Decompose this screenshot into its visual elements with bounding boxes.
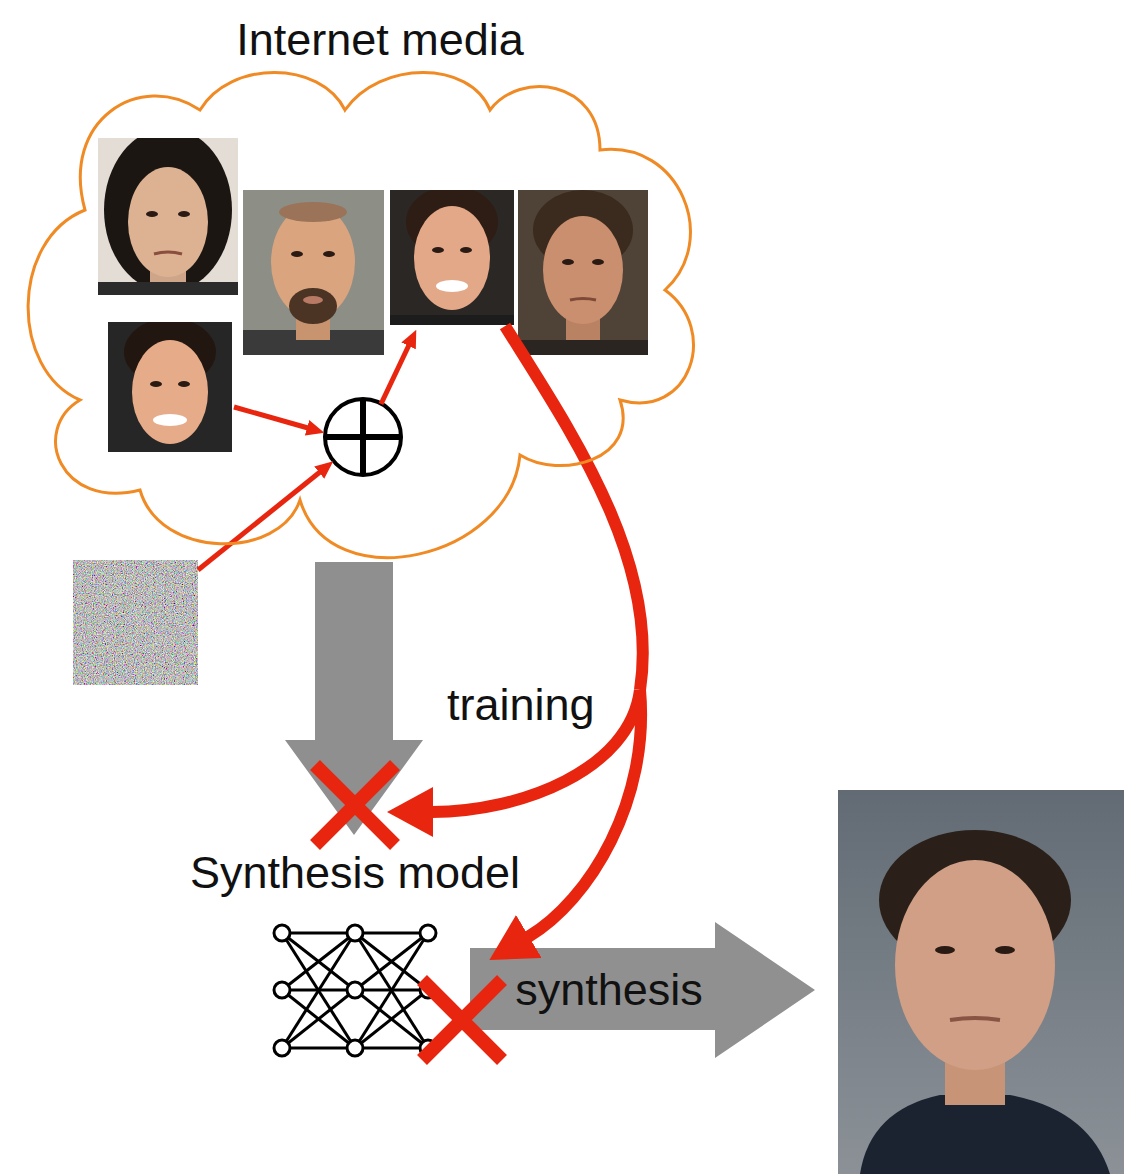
face-photo <box>150 381 162 387</box>
network-icon <box>282 990 355 1048</box>
model-group: Synthesis model <box>170 835 540 1065</box>
face-photo <box>108 322 232 452</box>
face-photo <box>436 280 468 292</box>
edge-label: training <box>447 679 595 731</box>
red-cross <box>422 980 502 1060</box>
face-photo <box>460 247 472 253</box>
face-photo <box>132 340 208 444</box>
face-photo <box>303 296 323 304</box>
face-photo <box>128 167 208 277</box>
face-photo <box>432 247 444 253</box>
network-icon <box>355 990 428 1048</box>
face-photo <box>323 251 335 257</box>
red-cross <box>422 980 502 1060</box>
red-cross <box>315 765 395 845</box>
network-icon <box>355 933 428 990</box>
face-photo <box>146 211 158 217</box>
cloud-outline <box>10 8 710 562</box>
face-photo <box>178 381 190 387</box>
face-photo <box>291 251 303 257</box>
synthesized-photo <box>838 790 1124 1174</box>
label-holder: synthesis <box>515 964 703 1016</box>
face-photo <box>289 288 337 324</box>
synthesized-photo <box>838 790 1124 1174</box>
network-icon <box>347 1040 363 1056</box>
red-arrow <box>381 345 409 404</box>
network-icon <box>274 925 290 941</box>
network-icon <box>282 933 355 1048</box>
face-photo <box>178 211 190 217</box>
synthesized-photo <box>895 860 1055 1070</box>
arrow-label: synthesis <box>515 964 703 1016</box>
face-photo <box>390 315 514 325</box>
edge-label-holder: training <box>447 679 595 731</box>
face-photo <box>98 138 238 295</box>
cloud-heading: Internet media <box>236 14 524 66</box>
face-photo <box>570 299 596 301</box>
network-icon <box>274 925 436 1056</box>
face-photo <box>154 252 182 254</box>
synthesized-photo <box>935 946 955 954</box>
network-icon <box>282 933 355 1048</box>
network-icon <box>420 925 436 941</box>
red-cross <box>315 765 395 845</box>
synthesized-photo <box>995 946 1015 954</box>
face-photo <box>414 206 490 310</box>
training-arrow <box>285 562 423 835</box>
network-icon <box>355 933 428 1048</box>
network-icon <box>355 933 428 1048</box>
red-curve-arrow <box>505 326 643 690</box>
red-curve-arrow <box>432 326 643 937</box>
media-cloud: Internet media <box>10 8 710 562</box>
face-photo <box>518 190 648 355</box>
face-photo <box>153 414 187 426</box>
noise-image <box>73 560 198 685</box>
face-photo <box>243 190 384 355</box>
face-photo <box>592 259 604 265</box>
network-icon <box>355 1047 428 1050</box>
sum-symbol <box>360 399 366 475</box>
red-arrow <box>198 345 409 570</box>
red-cross <box>422 980 502 1060</box>
network-icon <box>347 925 363 941</box>
synthesized-photo <box>860 1095 1110 1174</box>
network-icon <box>274 925 436 1056</box>
face-photo <box>390 190 514 325</box>
network-icon <box>347 982 363 998</box>
network-icon <box>274 982 290 998</box>
face-photo <box>98 282 238 295</box>
synthesis-arrow <box>470 922 815 1058</box>
face-photo <box>279 202 347 222</box>
red-arrow <box>234 407 308 428</box>
model-label: Synthesis model <box>190 847 520 899</box>
network-icon <box>282 990 355 1048</box>
cloud-outline <box>28 73 693 558</box>
red-cross <box>315 765 395 845</box>
network-icon <box>282 1047 355 1050</box>
network-icon <box>355 990 428 1048</box>
face-photo <box>518 340 648 355</box>
face-photo <box>271 205 355 319</box>
network-icon <box>282 932 355 935</box>
face-photo <box>518 190 648 355</box>
synthesized-photo <box>950 1018 1000 1020</box>
network-icon <box>282 933 355 990</box>
face-photo <box>543 216 623 324</box>
network-icon <box>355 932 428 935</box>
network-icon <box>282 933 355 990</box>
sum-symbol <box>325 399 401 475</box>
red-arrow <box>198 472 320 570</box>
network-icon <box>274 1040 290 1056</box>
face-photo <box>243 190 384 355</box>
network-icon <box>355 933 428 990</box>
face-photo <box>104 138 232 292</box>
sum-symbol <box>325 399 401 475</box>
face-photo <box>562 259 574 265</box>
